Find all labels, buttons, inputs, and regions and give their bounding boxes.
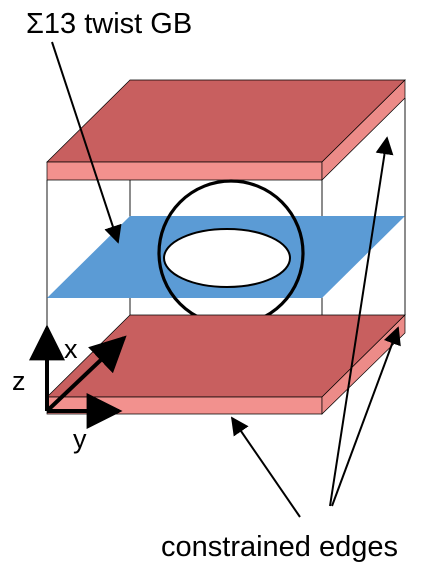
plane-hole	[163, 228, 291, 288]
top-slab	[46, 79, 406, 181]
grain-boundary-label: Σ13 twist GB	[26, 8, 192, 40]
edge-pointer-top	[329, 136, 394, 507]
gb-pointer-arrow	[51, 41, 122, 244]
axis-y-label: y	[73, 424, 87, 454]
x-axis-arrow	[45, 335, 127, 413]
axis-x-label: x	[64, 334, 78, 364]
edge-pointer-bottom	[230, 416, 301, 518]
constrained-edges-label: constrained edges	[161, 531, 398, 563]
pointer-arrows	[51, 41, 401, 518]
axes	[28, 324, 127, 429]
top-slab-front-face	[46, 161, 323, 181]
axis-z-label: z	[12, 366, 26, 396]
edge-pointer-middle	[331, 326, 401, 507]
